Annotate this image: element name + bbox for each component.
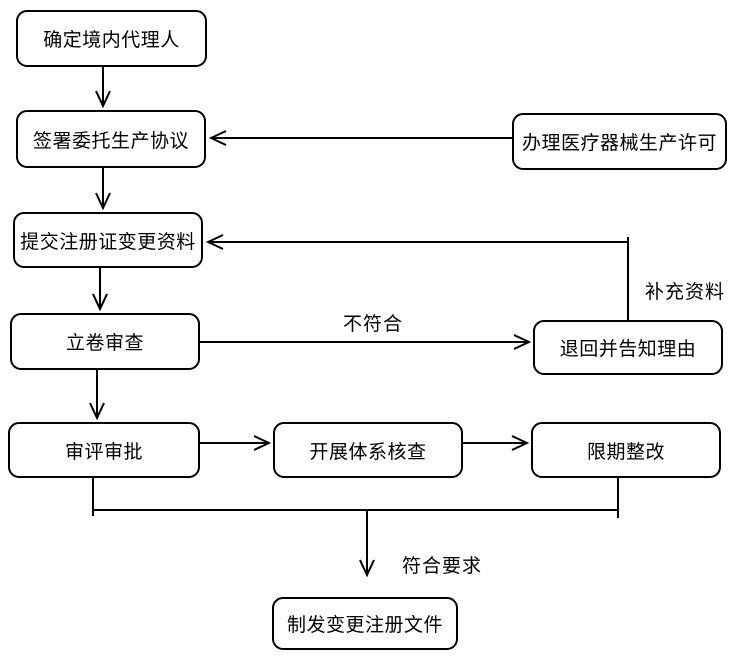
label-not-conform: 不符合 [343, 314, 404, 335]
node-filing-review: 立卷审查 [10, 313, 200, 370]
node-determine-domestic-agent: 确定境内代理人 [16, 10, 207, 67]
label-supplementary-materials: 补充资料 [645, 282, 726, 303]
node-rectify-within-time-limit: 限期整改 [531, 422, 721, 478]
node-conduct-system-inspection: 开展体系核查 [273, 422, 463, 478]
node-issue-change-registration-documents: 制发变更注册文件 [272, 597, 458, 650]
node-review-and-approval: 审评审批 [8, 422, 200, 478]
node-submit-registration-change-materials: 提交注册证变更资料 [13, 212, 203, 268]
node-apply-medical-device-production-license: 办理医疗器械生产许可 [512, 113, 727, 170]
label-meets-requirements: 符合要求 [402, 556, 483, 577]
node-return-and-notify-reason: 退回并告知理由 [533, 320, 723, 375]
node-sign-entrusted-production-agreement: 签署委托生产协议 [16, 110, 206, 168]
